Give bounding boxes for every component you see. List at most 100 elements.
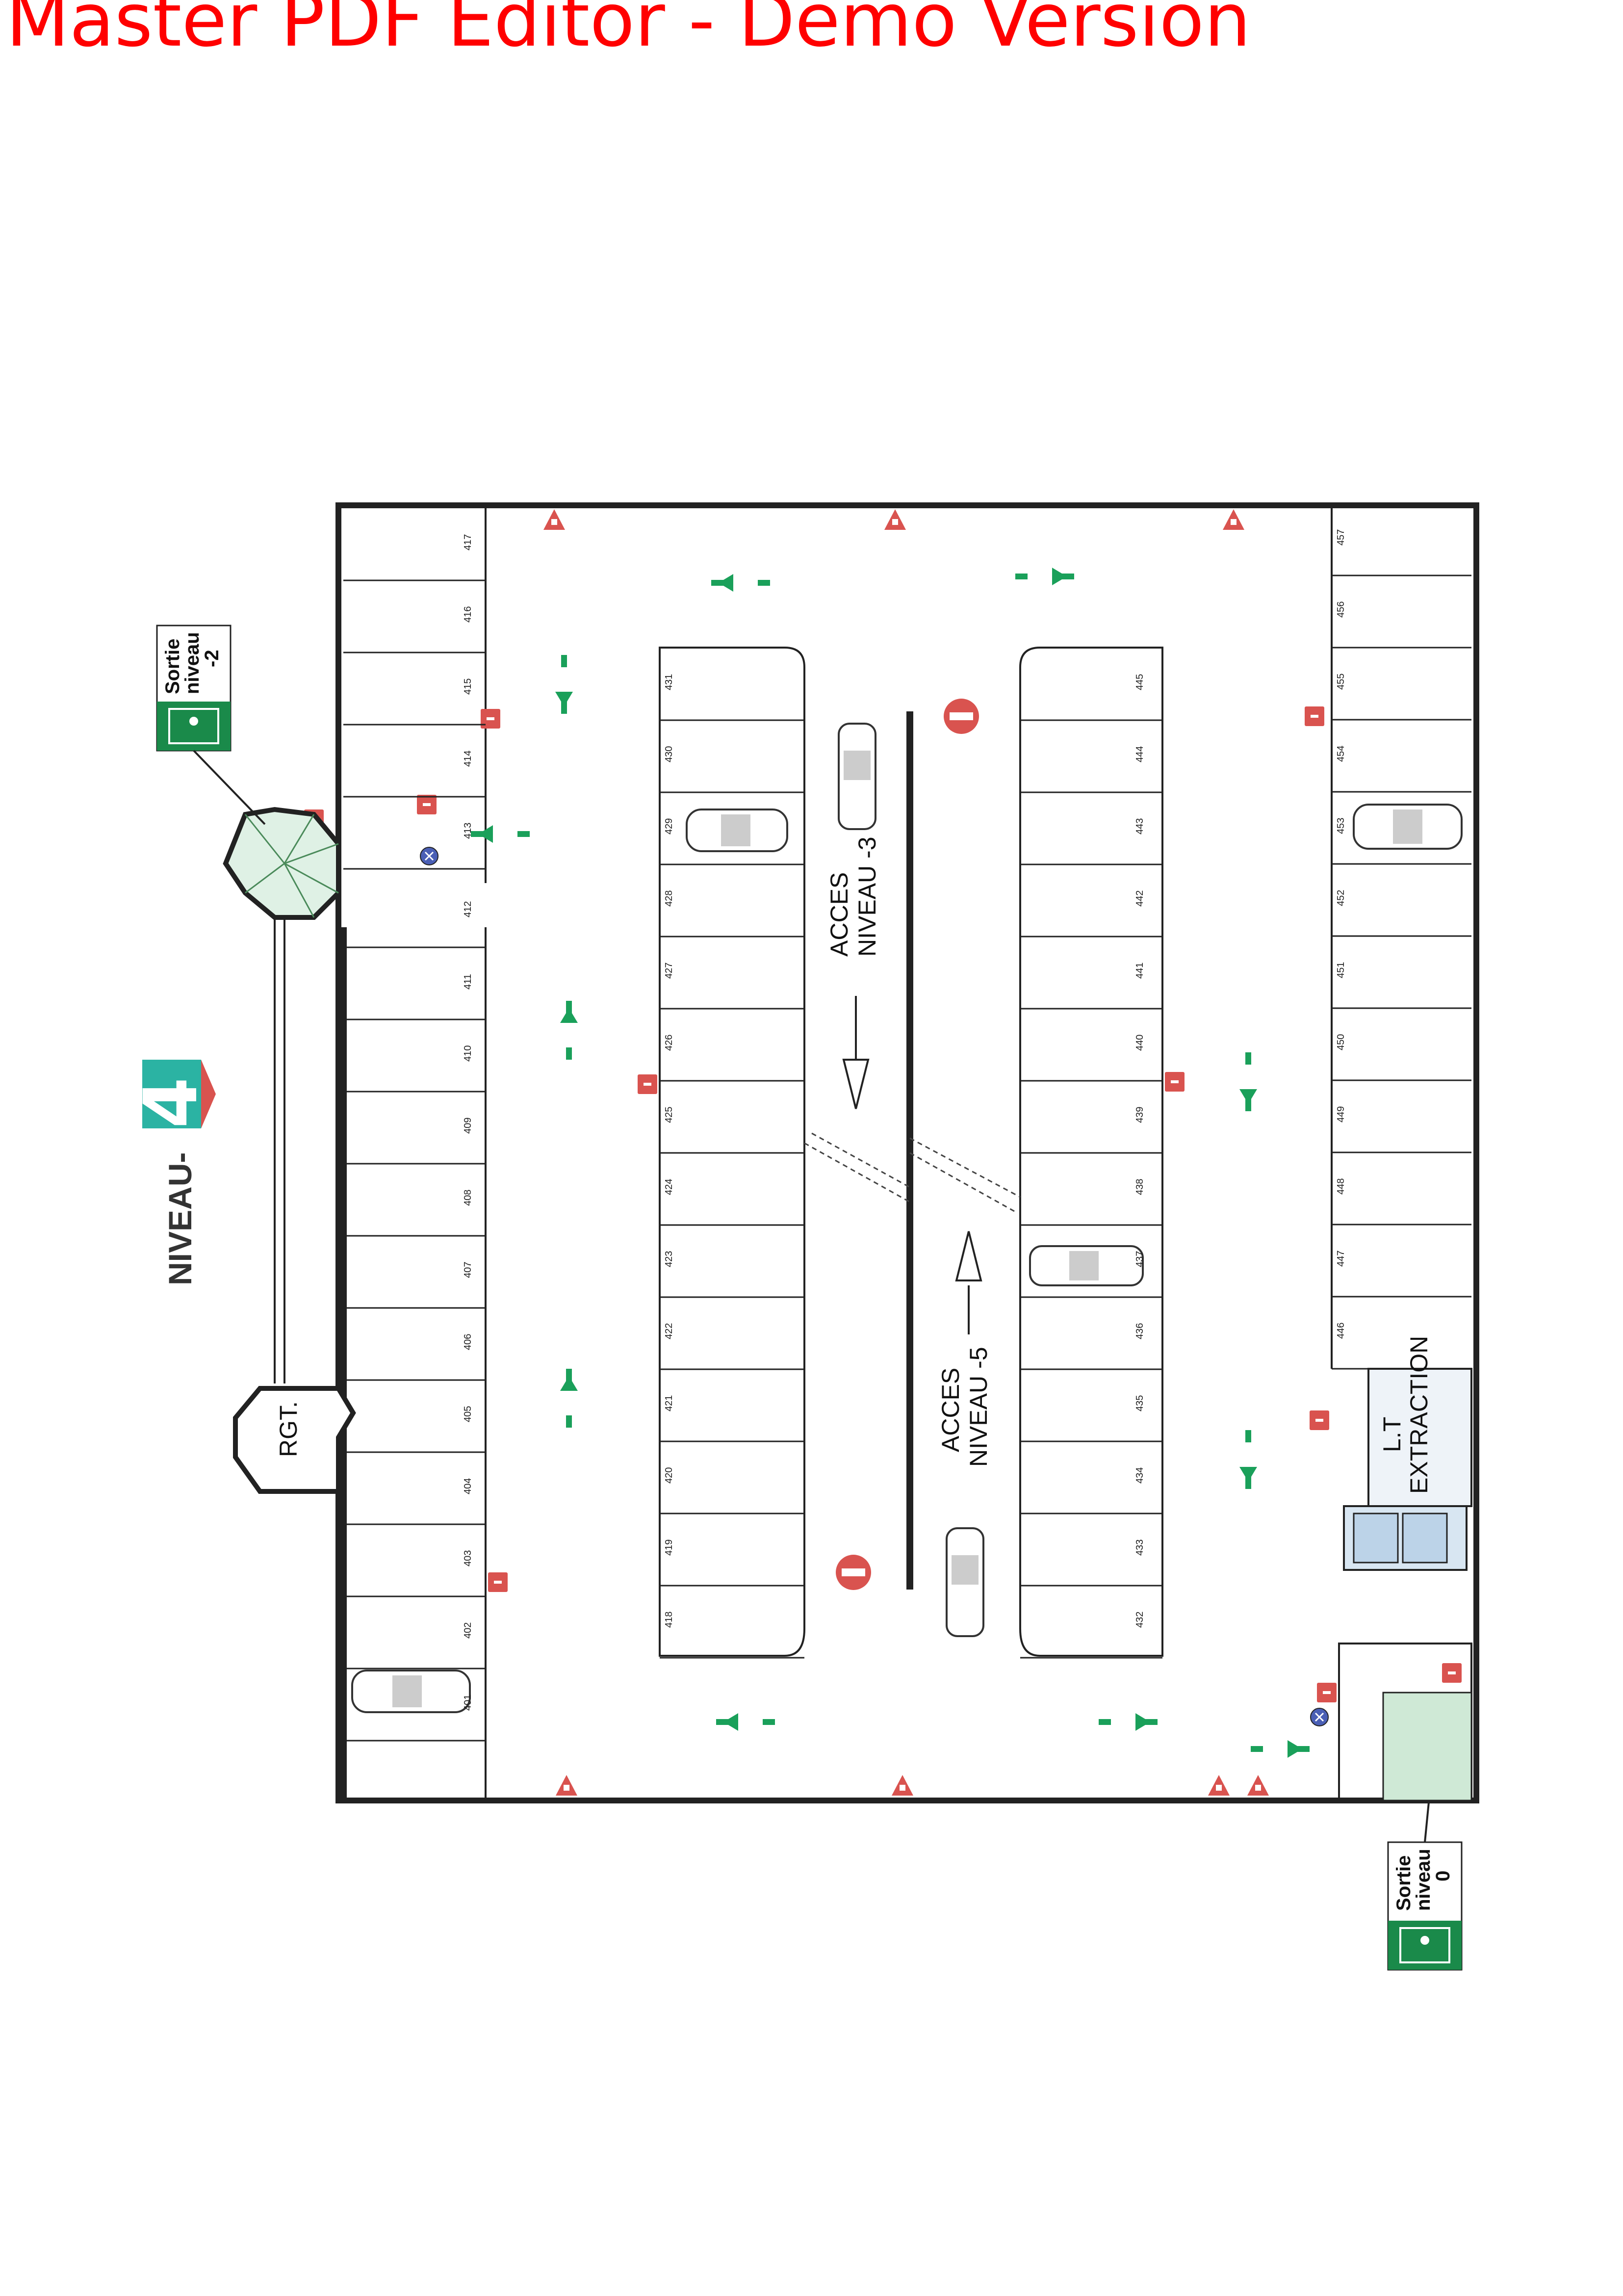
direction-arrow-icon	[1015, 568, 1074, 585]
warning-triangle-icon	[884, 509, 906, 530]
direction-arrow-icon	[1251, 1740, 1310, 1758]
parking-spot-number: 447	[1336, 1251, 1346, 1267]
parking-spot-number: 418	[664, 1612, 674, 1628]
parking-spot-number: 456	[1336, 601, 1346, 618]
emergency-phone-icon	[638, 1074, 657, 1094]
direction-arrow-icon	[560, 1369, 578, 1428]
parking-spot-number: 436	[1134, 1323, 1145, 1339]
warning-triangles	[543, 509, 1269, 1796]
parking-spot-number: 425	[664, 1107, 674, 1123]
parking-spot-number: 408	[463, 1190, 473, 1206]
exit-bottom-line2: niveau	[1413, 1849, 1434, 1911]
parking-spot-number: 446	[1336, 1323, 1346, 1339]
level-indicator	[142, 1060, 216, 1128]
rgt-label: RGT.	[275, 1401, 302, 1457]
direction-arrow-icon	[555, 655, 573, 714]
parking-spot-number: 410	[463, 1045, 473, 1062]
parking-spot-number: 407	[463, 1262, 473, 1278]
warning-triangle-icon	[543, 509, 565, 530]
rgt-room	[233, 1386, 356, 1494]
parking-spot-number: 454	[1336, 746, 1346, 762]
parking-spot-number: 402	[463, 1622, 473, 1639]
exit-sign-top	[156, 625, 266, 825]
technical-room	[1338, 1368, 1472, 1801]
parking-spot-number: 443	[1134, 818, 1145, 835]
parking-spot-number: 432	[1134, 1612, 1145, 1628]
parking-spot-number: 429	[664, 818, 674, 835]
emergency-phone-icon	[1310, 1410, 1329, 1430]
warning-triangle-icon	[892, 1775, 913, 1796]
spiral-staircase	[223, 807, 341, 920]
parking-column-left	[340, 508, 487, 1798]
parking-island-middle-right	[1019, 647, 1163, 1657]
parking-spot-number: 451	[1336, 962, 1346, 978]
parking-spot-number: 445	[1134, 674, 1145, 690]
exit-top-line2: niveau	[181, 632, 203, 694]
direction-arrow-icon	[1239, 1052, 1257, 1111]
direction-arrow-icon	[471, 825, 530, 843]
parking-spot-number: 421	[664, 1395, 674, 1411]
warning-triangle-icon	[1208, 1775, 1230, 1796]
car-icon	[838, 723, 876, 830]
ramp-marking-left	[804, 1142, 910, 1203]
ramp-up-label-line1: ACCES	[825, 872, 853, 957]
parking-spot-number: 419	[664, 1539, 674, 1556]
emergency-phone-icon	[1442, 1663, 1462, 1683]
emergency-phone-icon	[1165, 1072, 1185, 1092]
parking-spot-number: 452	[1336, 890, 1346, 906]
warning-triangle-icon	[556, 1775, 577, 1796]
exit-bottom-line3: 0	[1432, 1871, 1454, 1881]
parking-spot-number: 438	[1134, 1179, 1145, 1195]
car-icon	[946, 1527, 984, 1637]
ramp-marking-right-2	[909, 1152, 1016, 1213]
parking-spot-number: 435	[1134, 1395, 1145, 1411]
emergency-phone-icon	[481, 709, 500, 729]
outer-wall	[335, 502, 1479, 1803]
parking-spot-number: 422	[664, 1323, 674, 1339]
extraction-label: EXTRACTION	[1405, 1336, 1433, 1494]
parking-spot-number: 416	[463, 606, 473, 623]
car-icon	[351, 1670, 471, 1713]
parking-spot-number: 457	[1336, 529, 1346, 546]
direction-arrow-icon	[711, 574, 770, 592]
ramp-marking-right	[909, 1137, 1021, 1198]
emergency-phone-icon	[1317, 1683, 1337, 1702]
direction-arrow-icon	[560, 1001, 578, 1060]
parking-spot-number: 411	[463, 974, 473, 990]
warning-triangle-icon	[1223, 509, 1244, 530]
parking-spot-number: 420	[664, 1467, 674, 1484]
emergency-phone-icon	[417, 795, 437, 814]
parking-spot-number: 412	[463, 901, 473, 917]
parking-spot-number: 450	[1336, 1034, 1346, 1050]
parking-spot-number: 401	[463, 1695, 473, 1711]
parking-spot-number: 414	[463, 751, 473, 767]
ramp-down-label-line2: NIVEAU -5	[965, 1347, 992, 1467]
no-entry-icon	[836, 1555, 871, 1590]
parking-spot-number: 430	[664, 746, 674, 762]
parking-spot-number: 415	[463, 678, 473, 695]
parking-spot-number: 426	[664, 1035, 674, 1051]
exit-bottom-line1: Sortie	[1393, 1855, 1415, 1911]
ramp-marking-left-2	[811, 1132, 910, 1188]
parking-spot-number: 448	[1336, 1178, 1346, 1195]
parking-spot-number: 427	[664, 963, 674, 979]
no-entry-icon	[944, 699, 979, 734]
warning-triangle-icon	[1247, 1775, 1269, 1796]
lt-label: L.T	[1378, 1417, 1406, 1452]
parking-spot-number: 406	[463, 1334, 473, 1350]
emergency-exit-icon	[1399, 1927, 1450, 1963]
exit-top-line3: -2	[201, 650, 223, 667]
emergency-exit-icon	[168, 708, 219, 744]
parking-spot-number: 404	[463, 1478, 473, 1494]
direction-arrow-icon	[1099, 1713, 1158, 1731]
parking-spot-number: 453	[1336, 818, 1346, 834]
parking-spot-number: 431	[664, 674, 674, 690]
parking-spot-number: 444	[1134, 746, 1145, 762]
emergency-phone-icon	[1305, 706, 1324, 726]
parking-spot-number: 434	[1134, 1467, 1145, 1484]
parking-spot-number: 439	[1134, 1107, 1145, 1123]
direction-arrow-icon	[1239, 1430, 1257, 1489]
parking-spot-number: 455	[1336, 674, 1346, 690]
